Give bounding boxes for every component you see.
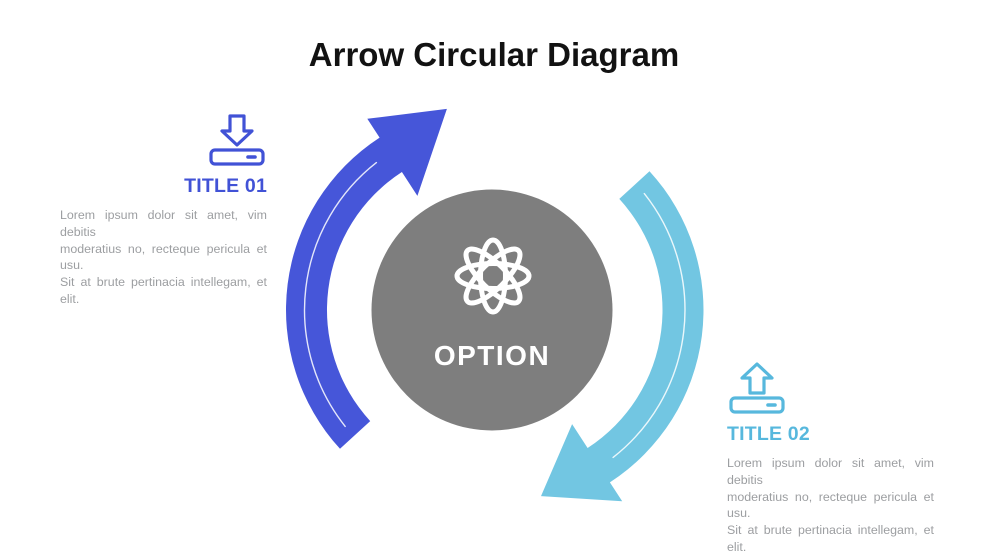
title02-heading: TITLE 02 [727,423,810,445]
atom-icon [454,237,532,315]
down-arrow-highlight-line [612,192,686,459]
title02-block: TITLE 02 Lorem ipsum dolor sit amet, vim… [727,362,934,556]
down-arrow [541,171,704,502]
title02-description-line: moderatius no, recteque pericula et usu. [727,489,934,521]
title02-description-line: Sit at brute pertinacia intellegam, et e… [727,523,934,554]
download-icon [209,114,265,166]
title02-description-line: Lorem ipsum dolor sit amet, vim debitis [727,456,934,487]
upload-icon [729,362,785,414]
title01-block: TITLE 01 Lorem ipsum dolor sit amet, vim… [60,114,267,308]
diagram-title: Arrow Circular Diagram [308,36,680,73]
title02-description: Lorem ipsum dolor sit amet, vim debitis … [727,455,934,556]
title01-description-line: Lorem ipsum dolor sit amet, vim debitis [60,208,267,239]
title01-description: Lorem ipsum dolor sit amet, vim debitis … [60,207,267,308]
center-option-label: OPTION [434,340,550,371]
title01-description-line: Sit at brute pertinacia intellegam, et e… [60,275,267,306]
up-arrow-highlight-line [303,161,378,428]
up-arrow [286,108,447,449]
title01-heading: TITLE 01 [184,175,267,197]
title01-description-line: moderatius no, recteque pericula et usu. [60,241,267,273]
